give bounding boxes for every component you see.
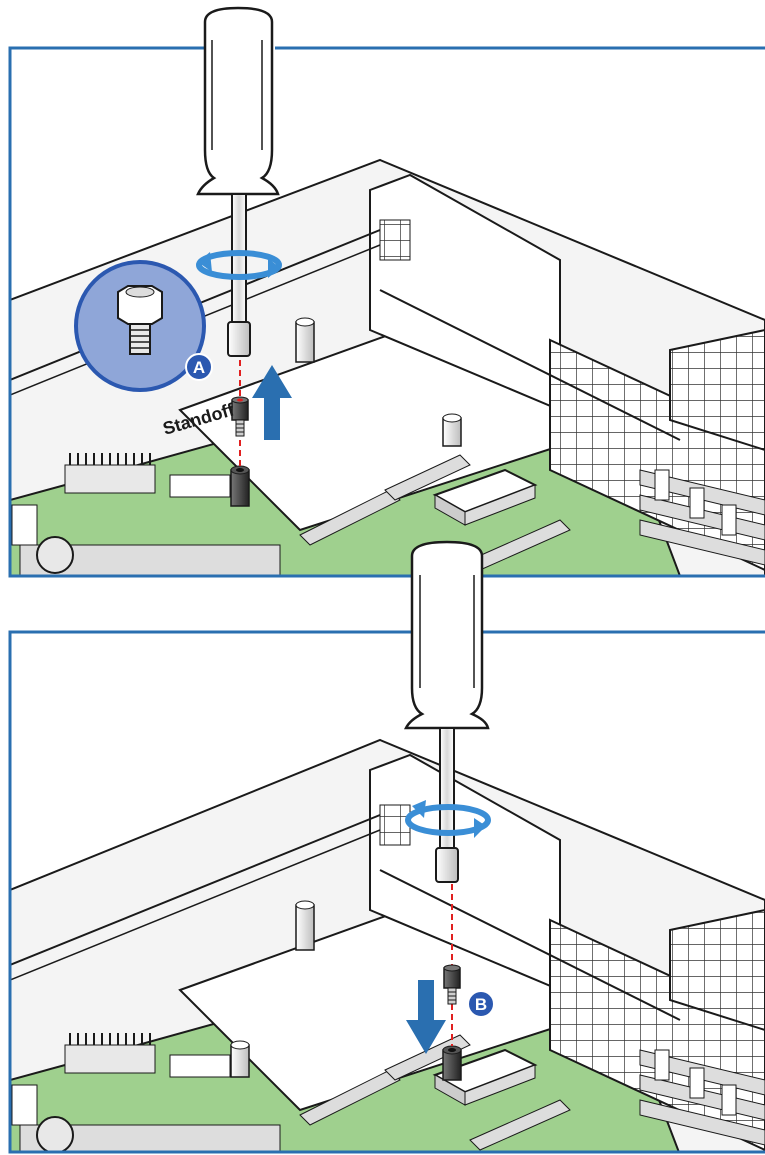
standoff-post-1	[231, 470, 249, 506]
callout-b-label: B	[475, 995, 487, 1014]
callout-a-label: A	[193, 358, 205, 377]
callout-b: B	[468, 991, 494, 1017]
panel-1: Standoff A	[10, 8, 765, 576]
chassis-illustration-2	[10, 740, 765, 1155]
panel-2: B	[10, 542, 765, 1155]
